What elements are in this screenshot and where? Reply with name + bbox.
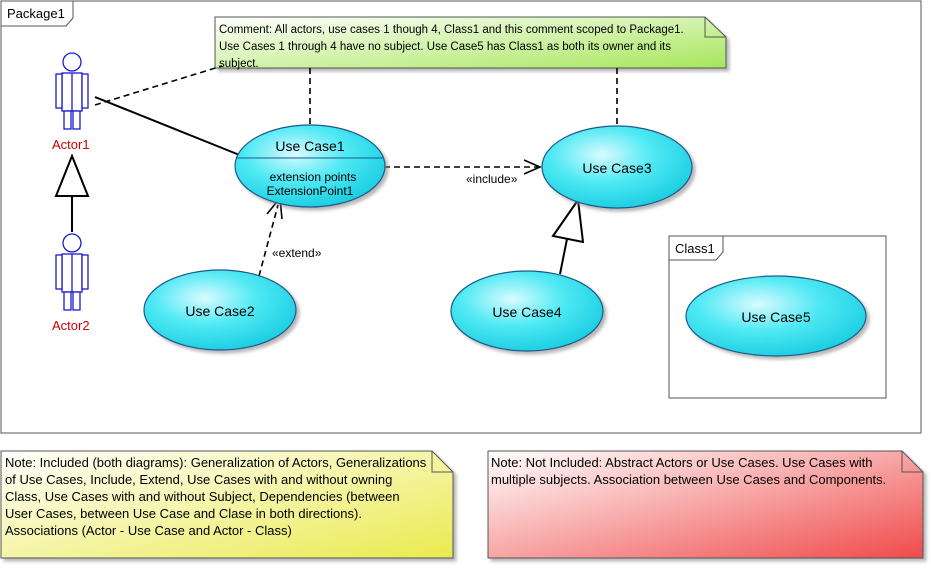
generalization-arrow-icon xyxy=(551,197,585,244)
extend-label: «extend» xyxy=(272,246,322,260)
note-excluded-fold xyxy=(901,451,923,473)
use-case1-label: Use Case1 xyxy=(275,138,344,154)
include-dependency: «include» xyxy=(384,159,542,186)
actor-icon xyxy=(55,52,89,130)
comment-text: Comment: All actors, use cases 1 though … xyxy=(219,24,684,70)
generalization-actor2-actor1 xyxy=(54,153,90,232)
comment-anchors xyxy=(94,65,618,127)
actor-icon xyxy=(55,233,89,311)
use-case1-ext-point: ExtensionPoint1 xyxy=(267,184,354,198)
use-case2[interactable]: Use Case2 xyxy=(143,269,297,351)
use-case5[interactable]: Use Case5 xyxy=(685,275,867,357)
anchor-actor1 xyxy=(94,65,223,106)
dependency-arrow-icon xyxy=(523,159,542,175)
include-label: «include» xyxy=(466,172,518,186)
note-included-text: Note: Included (both diagrams): Generali… xyxy=(5,455,427,538)
actor1-label: Actor1 xyxy=(52,137,90,152)
actor2-label: Actor2 xyxy=(52,318,90,333)
class1-tab xyxy=(668,235,724,261)
use-case2-label: Use Case2 xyxy=(185,303,254,319)
note-included-fold xyxy=(431,451,453,473)
generalization-arrow-icon xyxy=(54,153,90,197)
use-case5-label: Use Case5 xyxy=(741,309,810,325)
actor2[interactable]: Actor2 xyxy=(52,233,90,333)
generalization-use-case4-use-case3 xyxy=(551,197,585,275)
use-case3-label: Use Case3 xyxy=(582,160,651,176)
package-tab xyxy=(0,0,74,27)
use-case3[interactable]: Use Case3 xyxy=(541,125,693,209)
comment-note[interactable] xyxy=(214,16,727,69)
note-excluded-text: Note: Not Included: Abstract Actors or U… xyxy=(491,455,887,487)
note-included[interactable] xyxy=(0,450,454,559)
package-name: Package1 xyxy=(7,6,65,21)
note-excluded[interactable] xyxy=(487,450,924,559)
use-case4-label: Use Case4 xyxy=(492,304,561,320)
comment-fold xyxy=(704,17,726,38)
use-case1-ext-header: extension points xyxy=(270,170,357,184)
use-case4[interactable]: Use Case4 xyxy=(450,270,604,352)
actor1[interactable]: Actor1 xyxy=(52,52,90,152)
package-frame[interactable]: Package1 xyxy=(0,0,922,434)
class1-name: Class1 xyxy=(675,241,715,256)
use-case1[interactable]: Use Case1 extension points ExtensionPoin… xyxy=(234,124,386,208)
association-actor1-use-case1 xyxy=(94,96,243,157)
